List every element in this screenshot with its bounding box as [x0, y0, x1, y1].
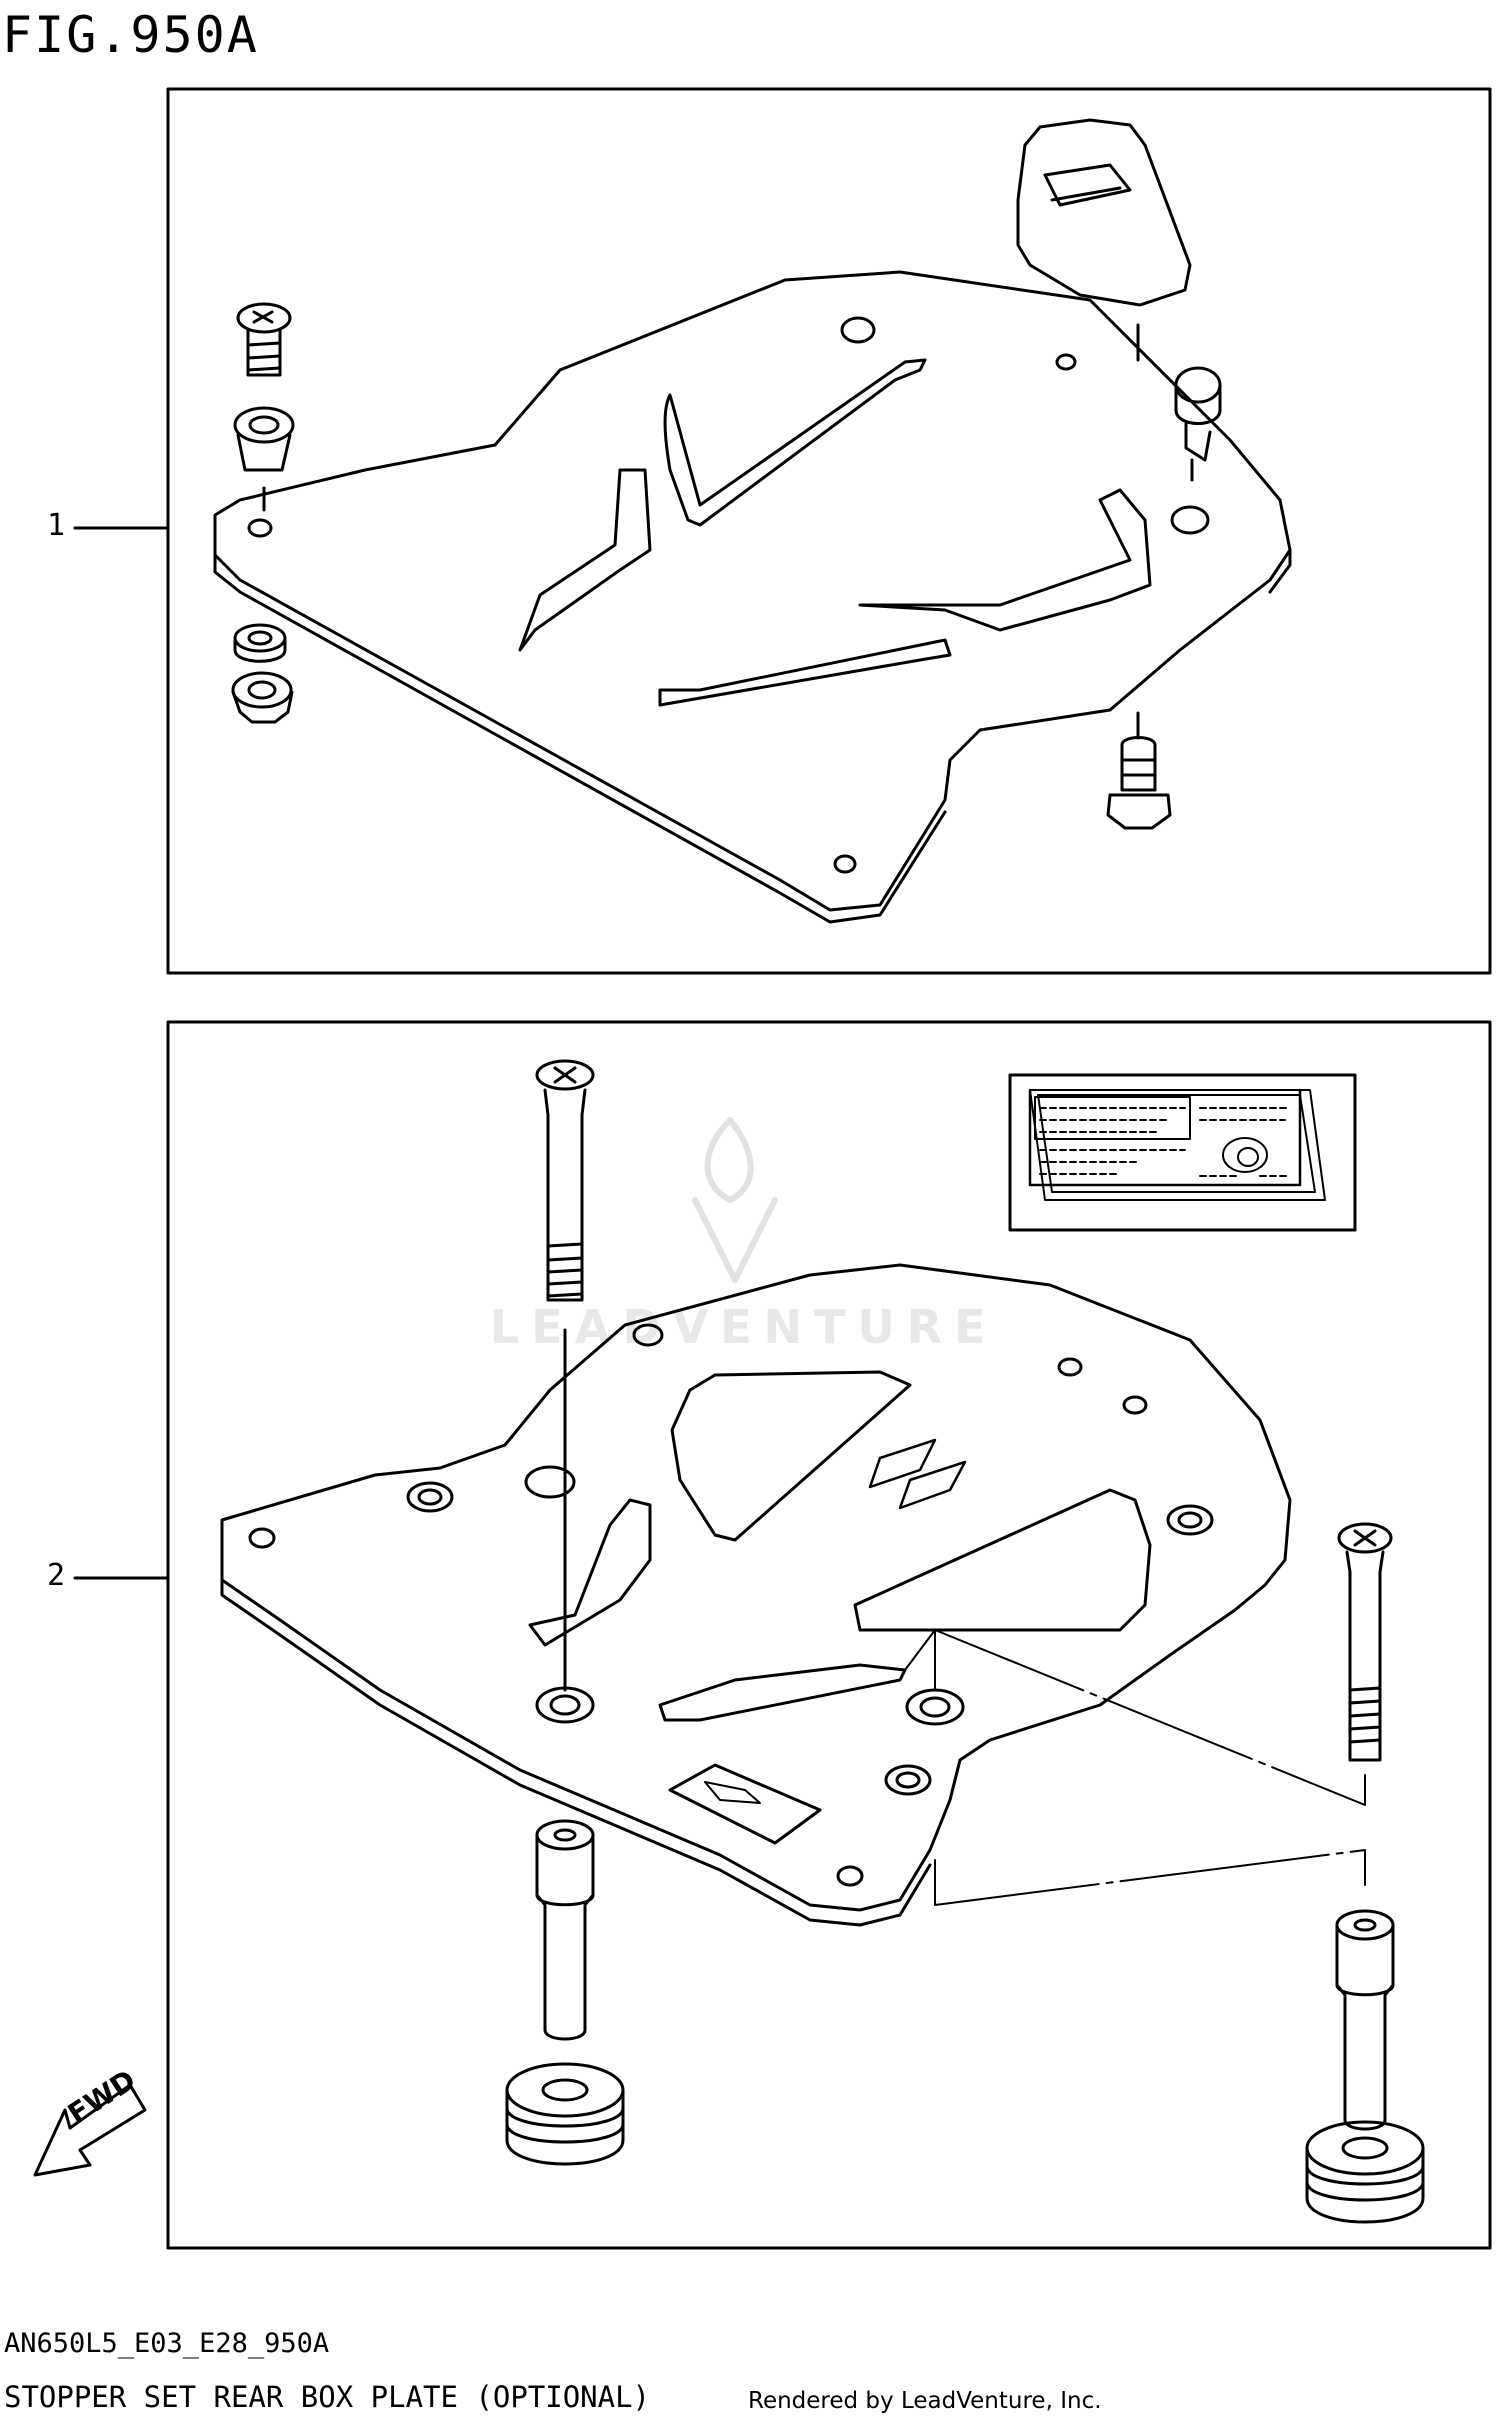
stopper-plate — [213, 270, 1292, 924]
washer — [233, 623, 287, 663]
rear-box-plate — [220, 1263, 1292, 1927]
long-bolt — [535, 1059, 595, 1692]
watermark-text: LEADVENTURE — [490, 1300, 998, 1354]
countersunk-screw — [236, 302, 292, 377]
rendered-by-credit: Rendered by LeadVenture, Inc. — [748, 2388, 1102, 2414]
assembly-guide-lines — [904, 1629, 1366, 1906]
collar-nut — [233, 406, 295, 512]
instruction-label — [1008, 1073, 1357, 1232]
spacer-collar — [535, 1819, 595, 2041]
flange-nut — [231, 671, 294, 724]
spacer-collar — [1335, 1909, 1395, 2131]
watermark-logo-icon — [692, 1117, 778, 1283]
long-bolt — [1337, 1522, 1393, 1762]
flange-bolt — [1106, 711, 1172, 830]
stopper-knob — [1174, 366, 1222, 482]
rubber-cushion — [505, 2062, 625, 2166]
model-code: AN650L5_E03_E28_950A — [4, 2328, 330, 2359]
panel-1-frame — [166, 87, 1492, 975]
figure-title: FIG.950A — [2, 6, 259, 64]
rubber-cushion — [1305, 2120, 1425, 2224]
panel-2-frame — [166, 1020, 1492, 2250]
stopper-bracket — [1016, 118, 1192, 362]
callout-label-2: 2 — [47, 1558, 66, 1593]
fwd-arrow-icon — [33, 2083, 147, 2177]
diagram-description: STOPPER SET REAR BOX PLATE (OPTIONAL) — [4, 2380, 651, 2414]
callout-label-1: 1 — [47, 508, 66, 543]
